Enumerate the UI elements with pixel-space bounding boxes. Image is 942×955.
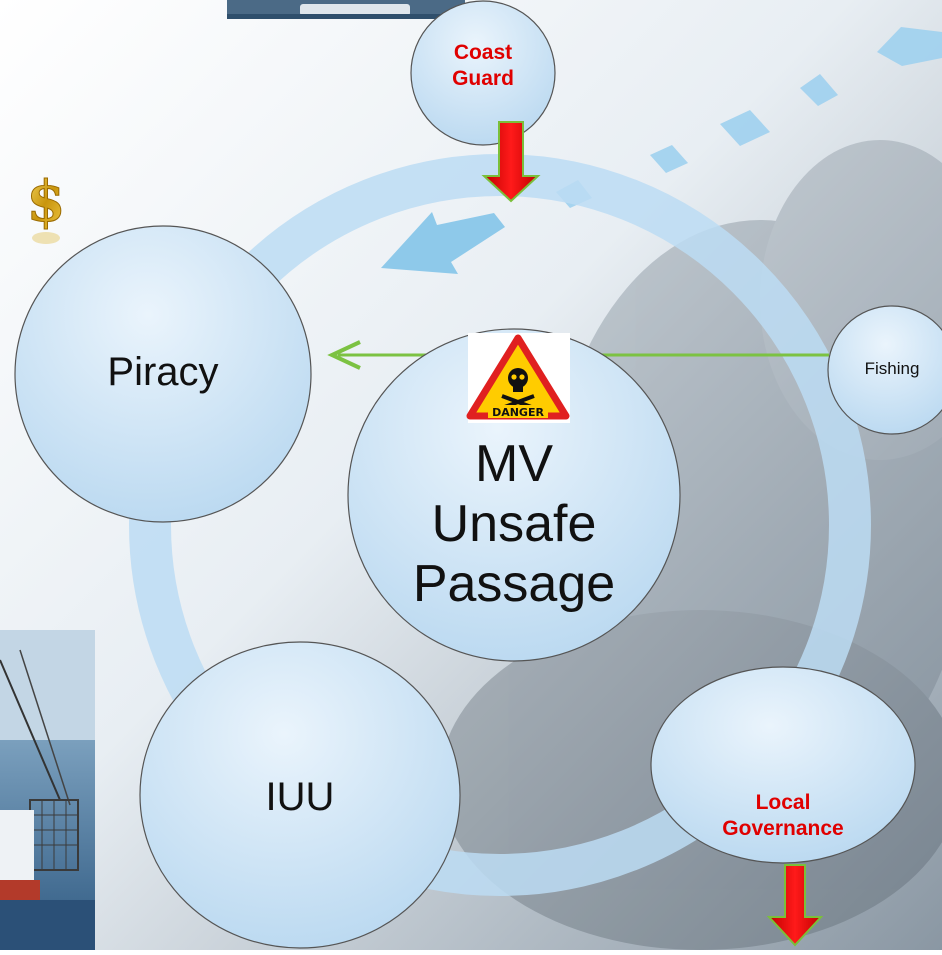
dollar-icon: $ bbox=[26, 169, 66, 244]
fishing-bubble bbox=[827, 305, 942, 435]
danger-sign-text: DANGER bbox=[492, 406, 544, 419]
piracy-bubble bbox=[14, 225, 312, 523]
coast-guard-bubble bbox=[410, 0, 556, 146]
coast-guard-red-arrow bbox=[481, 121, 541, 203]
trawler-photo bbox=[0, 630, 95, 950]
local-governance-bubble bbox=[650, 666, 916, 864]
boat-photo-top bbox=[227, 0, 465, 19]
iuu-bubble bbox=[139, 641, 461, 949]
local-governance-red-arrow bbox=[766, 864, 824, 947]
center-bubble bbox=[347, 328, 681, 662]
danger-sign-icon: DANGER bbox=[466, 333, 570, 423]
dollar-glyph: $ bbox=[27, 169, 66, 235]
